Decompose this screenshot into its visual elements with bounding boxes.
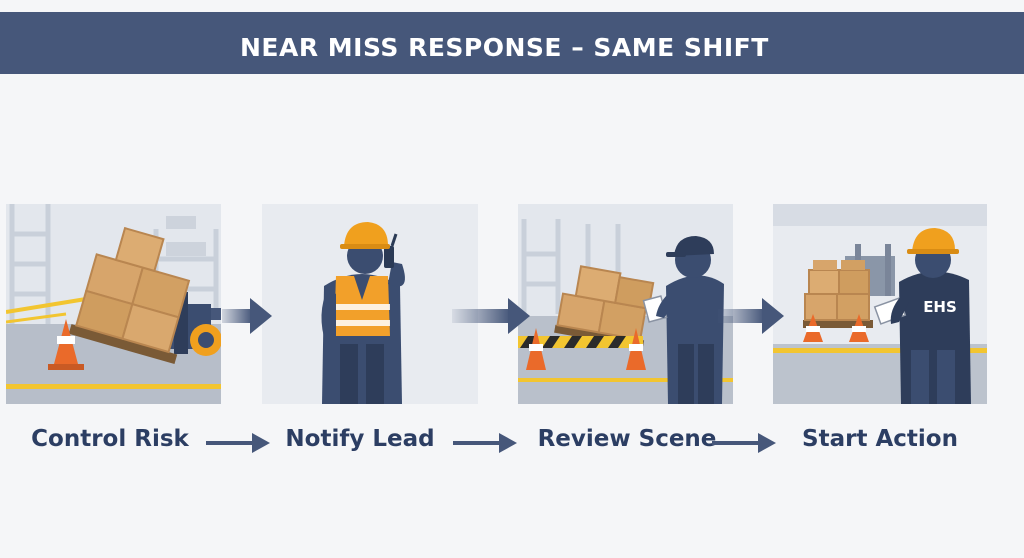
step-2-panel <box>262 204 478 404</box>
step-4-panel: EHS <box>773 204 987 404</box>
supervisor-clipboard-illustration <box>518 204 733 404</box>
label-arrow-1 <box>206 433 270 453</box>
page-title: NEAR MISS RESPONSE – SAME SHIFT <box>240 33 769 62</box>
title-bar <box>0 12 1024 74</box>
ehs-badge: EHS <box>923 298 957 316</box>
tipped-pallet-forklift-illustration <box>6 204 221 404</box>
flow-arrow-2 <box>452 298 530 334</box>
step-2-label: Notify Lead <box>285 426 435 452</box>
step-1-panel <box>6 204 221 404</box>
worker-radio-illustration <box>262 204 478 404</box>
flow-arrow-1 <box>222 298 272 334</box>
ehs-officer-illustration: EHS <box>773 204 987 404</box>
step-1-label: Control Risk <box>31 426 189 452</box>
label-arrow-2 <box>453 433 517 453</box>
label-arrow-3 <box>712 433 776 453</box>
step-3-label: Review Scene <box>537 426 717 452</box>
step-3-panel <box>518 204 733 404</box>
flow-arrow-3 <box>718 298 784 334</box>
step-4-label: Start Action <box>802 426 958 452</box>
